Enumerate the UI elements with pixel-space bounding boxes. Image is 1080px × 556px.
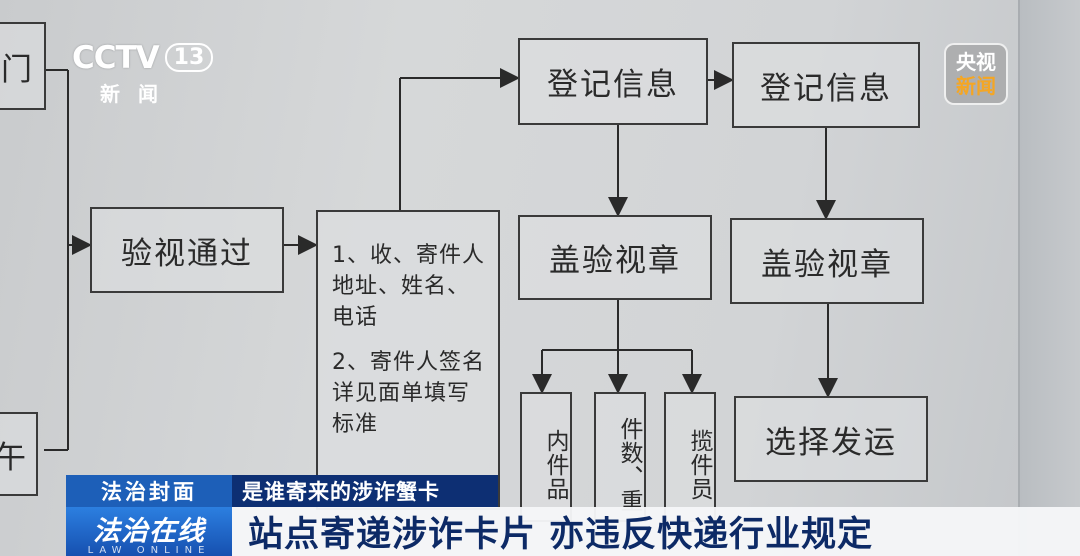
cctv-wordmark: CCTV [72,40,160,76]
wall-edge [1018,0,1080,556]
register-b-label: 登记信息 [760,70,892,107]
flow-box-branch-collector: 揽件员 [664,392,716,522]
requirement-1: 1、收、寄件人地址、姓名、电话 [332,243,485,330]
cctv-news-badge: 央视 新闻 [944,43,1008,105]
program-logo: 法治在线 LAW ONLINE [66,507,232,556]
flow-box-partial-bottom: 午 [0,412,38,496]
story-tag: 是谁寄来的涉诈蟹卡 [232,475,498,507]
program-name-en: LAW ONLINE [87,545,211,556]
flow-box-branch-contents: 内件品 [520,392,572,522]
flow-box-partial-top-label: 门 [1,51,34,88]
stamp-a-label: 盖验视章 [549,243,681,279]
requirement-2: 2、寄件人签名详见面单填写标准 [332,350,485,437]
channel-number: 13 [164,43,214,72]
program-name: 法治在线 [93,516,205,547]
stamp-b-label: 盖验视章 [761,246,893,283]
flow-box-stamp-a: 盖验视章 [518,215,712,300]
flow-box-stamp-b: 盖验视章 [730,218,924,304]
section-tag: 法治封面 [66,475,232,507]
flow-box-requirements: 1、收、寄件人地址、姓名、电话 2、寄件人签名详见面单填写标准 [316,210,500,510]
flow-box-register-b: 登记信息 [732,42,920,128]
inspect-pass-label: 验视通过 [121,235,253,272]
branch-collector-label: 揽件员 [686,429,712,501]
badge-line-1: 央视 [956,50,996,74]
choose-ship-label: 选择发运 [765,424,897,461]
flow-box-register-a: 登记信息 [518,38,708,125]
headline-banner: 站点寄递涉诈卡片 亦违反快递行业规定 [232,507,1080,556]
register-a-label: 登记信息 [547,67,679,103]
flow-box-partial-bottom-label: 午 [0,439,28,476]
flow-box-partial-top: 门 [0,22,46,110]
flow-box-inspect-pass: 验视通过 [90,207,284,293]
branch-contents-label: 内件品 [542,429,568,501]
flow-box-branch-count: 件数、重 [594,392,646,522]
flow-box-choose-ship: 选择发运 [734,396,928,482]
badge-line-2: 新闻 [956,74,996,98]
channel-subtitle: 新闻 [100,82,176,106]
branch-count-label: 件数、重 [616,417,642,513]
